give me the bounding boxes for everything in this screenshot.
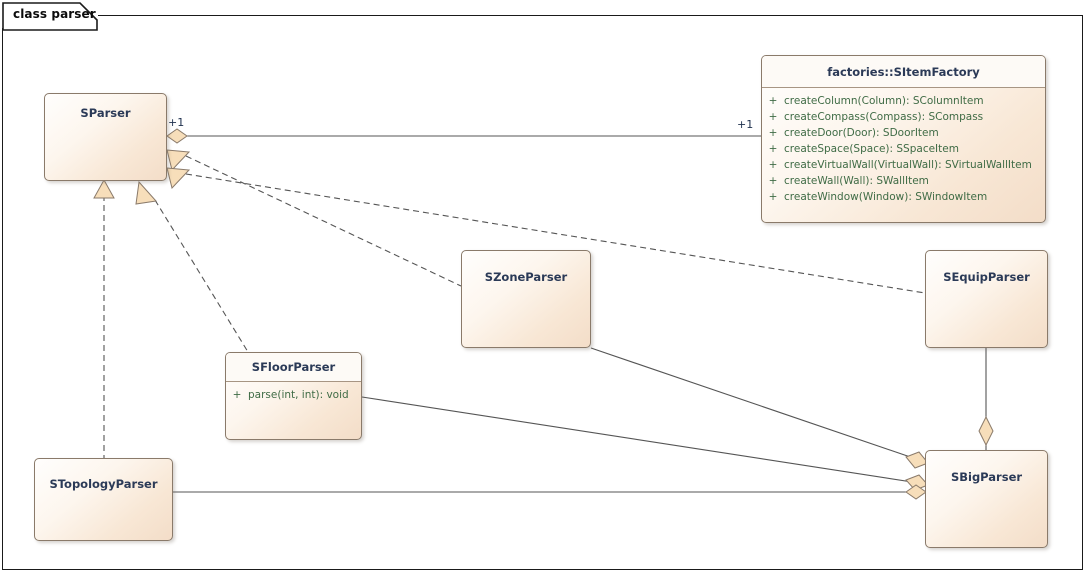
member-signature: createCompass(Compass): SCompass (784, 111, 984, 123)
visibility-marker: + (768, 111, 778, 123)
visibility-marker: + (768, 143, 778, 155)
multiplicity-sparser-end: +1 (168, 116, 185, 129)
member-list-sfloorparser: + parse(int, int): void (226, 382, 361, 403)
class-name-szoneparser: SZoneParser (484, 270, 568, 284)
visibility-marker: + (232, 389, 242, 401)
member-list-sitemfactory: + createColumn(Column): SColumnItem + cr… (762, 88, 1045, 205)
member-row[interactable]: + createSpace(Space): SSpaceItem (762, 141, 1045, 157)
member-row[interactable]: + createCompass(Compass): SCompass (762, 109, 1045, 125)
class-box-stopologyparser[interactable]: STopologyParser (34, 458, 173, 541)
class-box-sbigparser[interactable]: SBigParser (925, 450, 1048, 548)
member-signature: createDoor(Door): SDoorItem (784, 127, 939, 139)
member-row[interactable]: + createDoor(Door): SDoorItem (762, 125, 1045, 141)
frame-tab: class parser (2, 2, 98, 31)
visibility-marker: + (768, 175, 778, 187)
class-box-sparser[interactable]: SParser (44, 93, 167, 181)
member-row[interactable]: + parse(int, int): void (226, 387, 361, 403)
member-row[interactable]: + createWindow(Window): SWindowItem (762, 189, 1045, 205)
class-name-sfloorparser: SFloorParser (226, 353, 361, 382)
member-row[interactable]: + createVirtualWall(VirtualWall): SVirtu… (762, 157, 1045, 173)
member-signature: createSpace(Space): SSpaceItem (784, 143, 959, 155)
class-box-sitemfactory[interactable]: factories::SItemFactory + createColumn(C… (761, 55, 1046, 223)
class-name-sbigparser: SBigParser (950, 470, 1023, 484)
class-name-sequipparser: SEquipParser (943, 270, 1030, 284)
visibility-marker: + (768, 95, 778, 107)
class-box-sequipparser[interactable]: SEquipParser (925, 250, 1048, 348)
class-name-stopologyparser: STopologyParser (49, 477, 158, 491)
member-signature: createWall(Wall): SWallItem (784, 175, 929, 187)
member-row[interactable]: + createColumn(Column): SColumnItem (762, 93, 1045, 109)
visibility-marker: + (768, 191, 778, 203)
member-signature: createWindow(Window): SWindowItem (784, 191, 988, 203)
member-signature: createVirtualWall(VirtualWall): SVirtual… (784, 159, 1032, 171)
visibility-marker: + (768, 159, 778, 171)
class-name-sparser: SParser (80, 106, 131, 120)
multiplicity-factory-end: +1 (737, 118, 754, 131)
class-name-sitemfactory: factories::SItemFactory (762, 56, 1045, 88)
frame-tab-label: class parser (13, 7, 96, 21)
class-box-sfloorparser[interactable]: SFloorParser + parse(int, int): void (225, 352, 362, 440)
member-row[interactable]: + createWall(Wall): SWallItem (762, 173, 1045, 189)
class-box-szoneparser[interactable]: SZoneParser (461, 250, 591, 348)
member-signature: parse(int, int): void (248, 389, 349, 401)
member-signature: createColumn(Column): SColumnItem (784, 95, 984, 107)
visibility-marker: + (768, 127, 778, 139)
